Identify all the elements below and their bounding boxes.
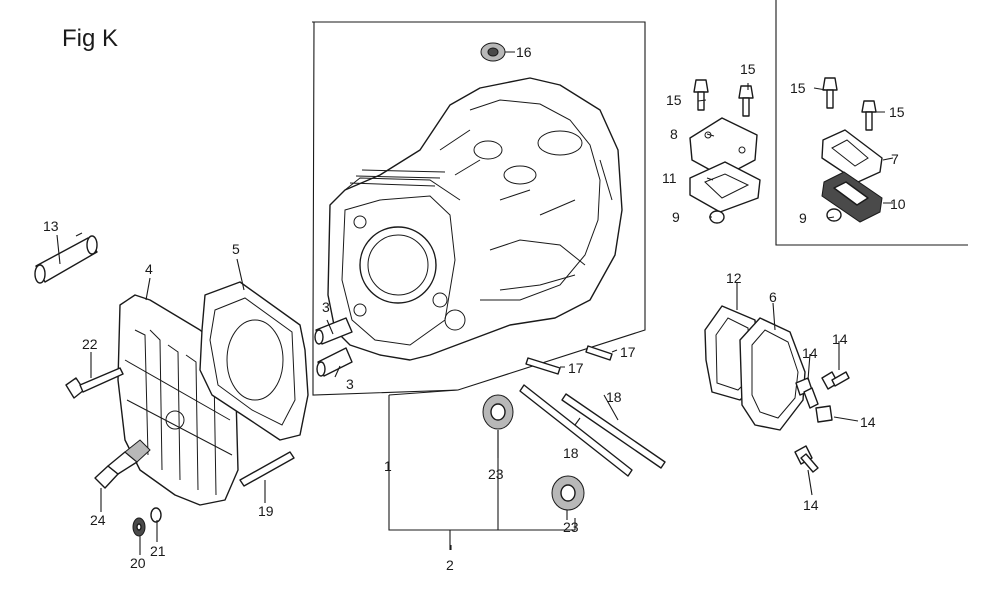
callout-20: 20 (130, 555, 146, 571)
callout-18-right: 18 (606, 389, 622, 405)
callout-15-b: 15 (740, 61, 756, 77)
gasket-10 (821, 171, 883, 223)
bolt-22 (65, 367, 124, 399)
callout-17-left: 17 (568, 360, 584, 376)
callout-6: 6 (769, 289, 777, 305)
bolt-15-d (861, 100, 877, 131)
stud-18 (519, 384, 666, 477)
bolt-15-a (693, 79, 709, 111)
callout-13: 13 (43, 218, 59, 234)
callout-7: 7 (891, 151, 899, 167)
tube-13 (34, 235, 98, 284)
callout-4: 4 (145, 261, 153, 277)
bracket-lines (388, 389, 576, 550)
bearing-23 (482, 394, 585, 511)
spark-plug-24 (94, 439, 151, 489)
cover-plate-8 (689, 117, 758, 178)
callout-23-upper: 23 (488, 466, 504, 482)
callout-15-d: 15 (889, 104, 905, 120)
leader-lines (56, 51, 894, 555)
callout-16: 16 (516, 44, 532, 60)
stud-19 (239, 451, 295, 487)
callout-1: 1 (384, 458, 392, 474)
callout-18-left: 18 (563, 445, 579, 461)
callout-22: 22 (82, 336, 98, 352)
callout-21: 21 (150, 543, 166, 559)
callout-12: 12 (726, 270, 742, 286)
callout-24: 24 (90, 512, 106, 528)
callout-8: 8 (670, 126, 678, 142)
dowel-pins (314, 317, 353, 377)
bolt-15-c (822, 77, 838, 109)
inset-frame (775, 0, 968, 246)
bolt-15-b (738, 85, 754, 117)
washer-21 (150, 507, 162, 523)
plug-9 (709, 210, 725, 224)
crankcase-cover-6 (739, 317, 806, 431)
callout-5: 5 (232, 241, 240, 257)
callout-14-a: 14 (832, 331, 848, 347)
callout-3-upper: 3 (322, 299, 330, 315)
callout-14-c: 14 (860, 414, 876, 430)
bolt-14-a (821, 371, 850, 390)
callout-15-c: 15 (790, 80, 806, 96)
callout-17-right: 17 (620, 344, 636, 360)
callout-3-lower: 3 (346, 376, 354, 392)
callout-23-lower: 23 (563, 519, 579, 535)
cylinder-block (327, 77, 623, 361)
bolt-14-c (815, 405, 833, 423)
plug-9-inset (826, 208, 842, 222)
gasket-11 (689, 161, 761, 213)
cover-plate-7 (821, 129, 883, 183)
callout-2: 2 (446, 557, 454, 573)
callout-10: 10 (890, 196, 906, 212)
callout-14-d: 14 (803, 497, 819, 513)
head-gasket (199, 281, 309, 441)
callout-9-b: 9 (799, 210, 807, 226)
stud-17 (525, 345, 613, 375)
callout-14-b: 14 (802, 345, 818, 361)
callout-9-a: 9 (672, 209, 680, 225)
bolt-14-d (794, 445, 819, 473)
bolt-14-b (795, 377, 819, 409)
oil-seal-top (480, 42, 506, 62)
nut-20 (132, 517, 146, 537)
callout-11: 11 (662, 170, 677, 186)
figure-title: Fig K (62, 25, 118, 52)
callout-15-a: 15 (666, 92, 682, 108)
callout-19: 19 (258, 503, 274, 519)
